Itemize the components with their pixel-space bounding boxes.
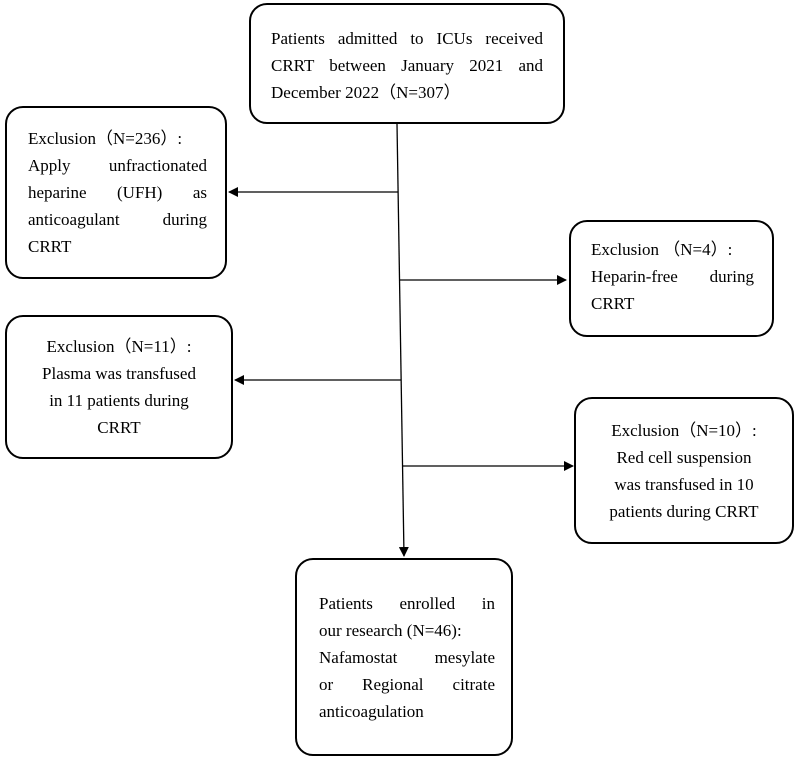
exclusion-red-cell-line-1: Red cell suspension [616,448,752,467]
exclusion-ufh-line-4: CRRT [28,237,72,256]
top-box-line-3: December 2022（N=307） [271,83,461,102]
exclusion-red-cell-line-2: was transfused in 10 [614,475,754,494]
enrolled-line-3: Nafamostat mesylate [319,648,495,667]
enrolled-line-1: Patients enrolled in [319,594,495,613]
top-box-line-2: CRRT between January 2021 and [271,56,543,75]
enrolled-line-4: or Regional citrate [319,675,495,694]
exclusion-plasma-title: Exclusion（N=11）: [46,337,192,356]
exclusion-red-cell-title: Exclusion（N=10）: [611,421,757,440]
exclusion-heparin-free-line-2: CRRT [591,294,635,313]
exclusion-box-plasma: Exclusion（N=11）: Plasma was transfused i… [5,315,233,459]
exclusion-red-cell-line-3: patients during CRRT [609,502,759,521]
top-box-line-1: Patients admitted to ICUs received [271,29,543,48]
exclusion-box-ufh: Exclusion（N=236）: Apply unfractionated h… [5,106,227,279]
exclusion-ufh-title: Exclusion（N=236）: [28,129,183,148]
exclusion-ufh-line-2: heparine (UFH) as [28,183,207,202]
enrolled-box: Patients enrolled in our research (N=46)… [295,558,513,756]
enrolled-line-2: our research (N=46): [319,621,462,640]
main-flow-line [396,123,409,557]
exclusion-plasma-line-3: CRRT [97,418,141,437]
enrolled-line-5: anticoagulation [319,702,424,721]
exclusion-heparin-free-title: Exclusion （N=4）: [591,240,733,259]
exclusion-plasma-line-2: in 11 patients during [49,391,189,410]
exclusion-box-heparin-free: Exclusion （N=4）: Heparin-free during CRR… [569,220,774,337]
exclusion-box-red-cell: Exclusion（N=10）: Red cell suspension was… [574,397,794,544]
exclusion-plasma-line-1: Plasma was transfused [42,364,196,383]
exclusion-ufh-line-3: anticoagulant during [28,210,207,229]
exclusion-heparin-free-line-1: Heparin-free during [591,267,754,286]
exclusion-ufh-line-1: Apply unfractionated [28,156,207,175]
top-box-admitted: Patients admitted to ICUs received CRRT … [249,3,565,124]
